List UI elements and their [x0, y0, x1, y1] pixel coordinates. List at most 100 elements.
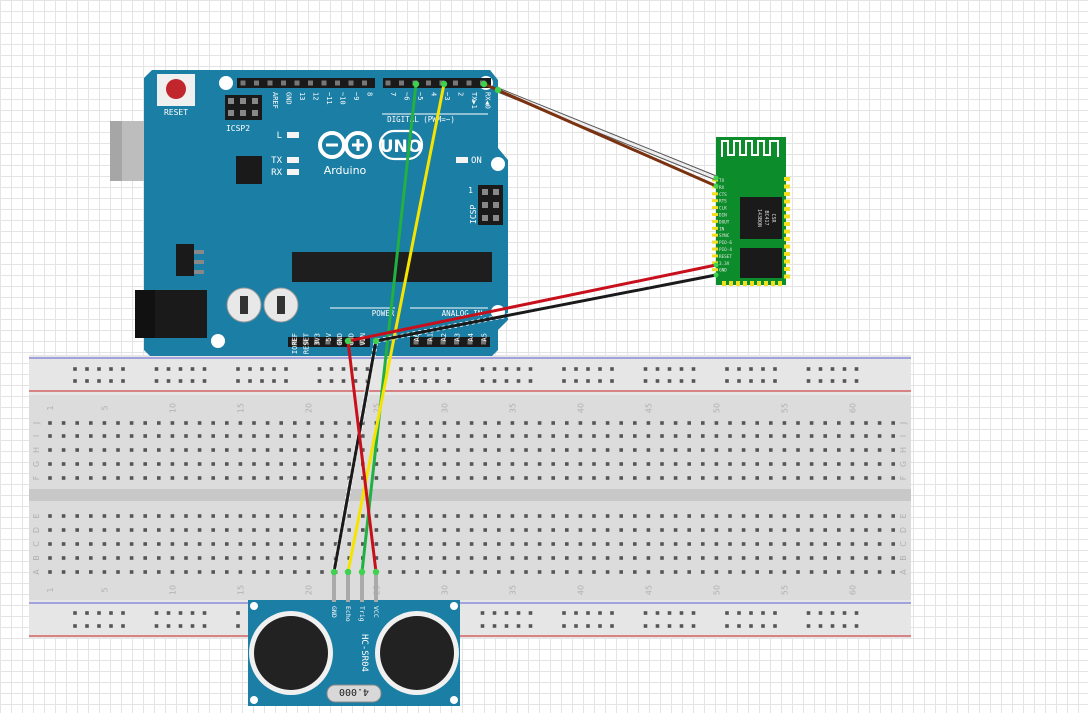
breadboard-hole [116, 448, 120, 452]
header-pin [348, 80, 354, 86]
breadboard-hole [401, 556, 406, 560]
breadboard-hole [619, 434, 623, 438]
breadboard-hole [714, 528, 719, 532]
header-pin [440, 339, 446, 345]
breadboard-hole [769, 476, 773, 480]
breadboard-hole [687, 542, 691, 546]
breadboard-hole [306, 421, 311, 425]
rail-hole [610, 379, 614, 383]
breadboard-hole [116, 570, 120, 574]
breadboard-hole [741, 570, 746, 574]
breadboard-hole [809, 434, 814, 438]
breadboard-hole [755, 556, 759, 560]
breadboard-hole [306, 556, 311, 560]
rail-hole [492, 367, 497, 371]
breadboard-hole [578, 421, 583, 425]
breadboard-hole [619, 556, 623, 560]
breadboard-hole [361, 542, 365, 546]
breadboard-hole [755, 434, 759, 438]
breadboard-hole [619, 421, 623, 425]
rail-hole [516, 624, 521, 628]
rail-hole [329, 379, 334, 383]
top-pin-label: ~11 [325, 92, 333, 105]
rail-hole [737, 624, 741, 628]
breadboard-hole [837, 514, 841, 518]
header-pin [427, 339, 432, 345]
icsp-pin [493, 202, 499, 208]
rail-hole [818, 611, 823, 615]
breadboard-hole [265, 476, 270, 480]
rail-hole [737, 367, 741, 371]
rail-hole [236, 367, 240, 371]
rail-hole [598, 624, 602, 628]
rail-hole [761, 367, 765, 371]
breadboard-hole [646, 542, 651, 546]
rail-hole [178, 379, 183, 383]
breadboard-hole [769, 448, 773, 452]
rail-hole [236, 624, 240, 628]
rail-hole [679, 367, 684, 371]
breadboard-hole [646, 434, 651, 438]
bt-pad [784, 222, 790, 226]
rail-hole [121, 611, 125, 615]
breadboard-hole [211, 514, 215, 518]
breadboard-hole [143, 448, 147, 452]
rail-hole [121, 367, 125, 371]
breadboard-hole [660, 448, 664, 452]
rail-hole [806, 379, 811, 383]
breadboard-hole [524, 434, 528, 438]
rail-hole [562, 367, 566, 371]
rail-hole [411, 367, 415, 371]
rail-hole [854, 367, 859, 371]
rail-hole [109, 379, 113, 383]
breadboard-hole [347, 514, 351, 518]
breadboard-hole [279, 462, 283, 466]
rail-hole [773, 624, 777, 628]
breadboard-hole [701, 421, 705, 425]
breadboard-hole [48, 570, 52, 574]
header-pin [426, 80, 431, 86]
bt-pad [729, 281, 733, 286]
breadboard-hole [129, 448, 134, 452]
wire-endpoint [412, 80, 420, 88]
bt-pad [784, 252, 790, 256]
wire-endpoint [330, 568, 338, 576]
breadboard-hole [728, 542, 732, 546]
breadboard-hole [769, 462, 773, 466]
breadboard-hole [225, 434, 229, 438]
row-letter: B [899, 555, 908, 561]
rail-hole [447, 367, 451, 371]
breadboard-hole [238, 570, 243, 574]
rail-hole [749, 611, 753, 615]
breadboard-hole [741, 556, 746, 560]
icsp2-pin [252, 110, 258, 116]
breadboard-hole [891, 514, 895, 518]
breadboard-hole [279, 542, 283, 546]
wire-endpoint [480, 80, 488, 88]
breadboard-hole [48, 421, 52, 425]
breadboard-hole [633, 462, 637, 466]
antenna-trace [721, 140, 779, 157]
breadboard-hole [429, 570, 433, 574]
rail-hole [643, 379, 648, 383]
rail-hole [480, 624, 485, 628]
sensor-pin-label: Echo [344, 606, 352, 622]
rail-hole [586, 624, 590, 628]
breadboard-hole [116, 421, 120, 425]
breadboard-hole [279, 421, 283, 425]
breadboard-hole [796, 556, 800, 560]
icsp-pin [493, 215, 499, 221]
breadboard-hole [265, 462, 270, 466]
rail-hole [749, 624, 753, 628]
breadboard-hole [469, 476, 474, 480]
breadboard-hole [415, 570, 419, 574]
crystal-oscillator [326, 684, 382, 703]
breadboard-hole [320, 448, 324, 452]
breadboard-hole [89, 462, 93, 466]
icsp2-pin [240, 98, 246, 104]
breadboard-hole [429, 476, 433, 480]
reset-button-cap[interactable] [166, 79, 186, 99]
breadboard-hole [388, 514, 392, 518]
breadboard-hole [429, 556, 433, 560]
breadboard-hole [333, 476, 338, 480]
